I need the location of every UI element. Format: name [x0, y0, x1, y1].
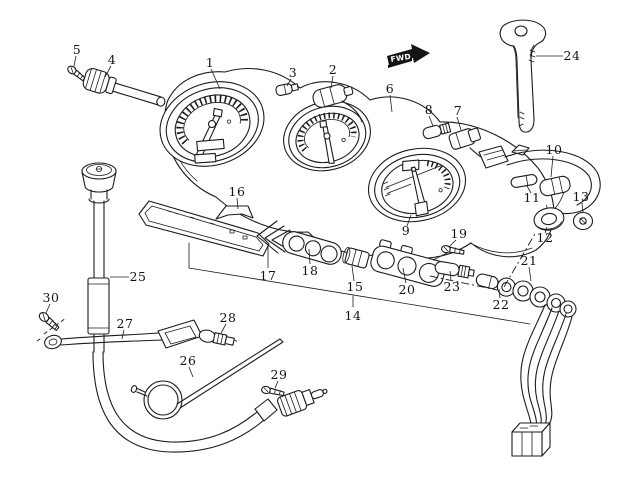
part-label-18: 18: [302, 263, 319, 278]
bulb-part-23: [434, 261, 475, 279]
assembly-group-line-14: [188, 242, 531, 325]
part-label-30: 30: [43, 290, 60, 305]
part-label-8: 8: [425, 102, 433, 117]
tab-part-16: [215, 205, 254, 220]
part-label-13: 13: [573, 189, 590, 204]
nut-part-13: [572, 211, 594, 231]
part-label-23: 23: [444, 279, 461, 294]
screw-part-5: [67, 65, 86, 82]
bulb-socket-part-22: [475, 273, 516, 297]
part-label-21: 21: [521, 253, 538, 268]
part-label-26: 26: [180, 353, 197, 368]
bulb-part-28: [198, 329, 238, 346]
part-label-10: 10: [546, 142, 563, 157]
part-label-24: 24: [564, 48, 581, 63]
part-label-3: 3: [289, 65, 297, 80]
part-label-4: 4: [108, 52, 116, 67]
leader-lines: [45, 55, 584, 389]
screw-30-guide-line: [36, 336, 44, 342]
part-label-28: 28: [220, 310, 237, 325]
grommet-part-12: [533, 204, 565, 231]
cable-end-connector: [277, 388, 328, 417]
screw-19-guide-line: [432, 252, 448, 261]
part-label-20: 20: [399, 282, 416, 297]
bulb-part-11: [510, 174, 538, 188]
bracket-wire-part-27: [44, 319, 203, 350]
socket-part-10: [539, 175, 571, 197]
screw-30-guide-line: [43, 317, 67, 335]
part-label-15: 15: [347, 279, 364, 294]
part-label-1: 1: [206, 55, 214, 70]
bulb-strip-part-18: [256, 220, 342, 265]
fwd-arrow-icon: [387, 44, 430, 65]
part-label-27: 27: [117, 316, 134, 331]
fwd-direction-arrow: FWD: [387, 44, 430, 68]
screw-part-29: [261, 385, 285, 397]
part-label-12: 12: [537, 230, 554, 245]
bulb-strip-part-20: [370, 239, 446, 287]
part-label-25: 25: [130, 269, 147, 284]
knob-and-shaft-part-4: [82, 67, 166, 107]
part-label-17: 17: [260, 268, 277, 283]
bracket-part-24: [499, 19, 547, 133]
speedometer-cable-part-25: [81, 162, 328, 453]
bulb-part-8: [422, 122, 452, 140]
screw-part-19: [441, 245, 465, 255]
right-wiring-loop: [478, 144, 601, 215]
part-label-7: 7: [454, 103, 462, 118]
wire-clip: [511, 144, 530, 156]
part-label-6: 6: [386, 81, 394, 96]
part-label-22: 22: [493, 297, 510, 312]
assembly-guide-line: [503, 231, 537, 288]
screw-part-30: [38, 312, 60, 331]
part-label-19: 19: [451, 226, 468, 241]
odometer-window: [196, 138, 225, 152]
socket-part-7: [448, 127, 482, 150]
small-meter-drawing-part-9: [367, 147, 467, 223]
part-label-9: 9: [402, 223, 410, 238]
assembly-guide-line: [429, 275, 498, 291]
tachometer-drawing: [283, 100, 371, 172]
wiring-harness-part-21: [511, 280, 577, 457]
part-label-29: 29: [271, 367, 288, 382]
part-label-5: 5: [73, 42, 81, 57]
socket-2-wire: [341, 100, 363, 123]
socket-part-2: [312, 84, 354, 108]
part-label-2: 2: [329, 62, 337, 77]
harness-connector: [511, 422, 551, 457]
part-label-16: 16: [229, 184, 246, 199]
wire-connector-block: [478, 145, 509, 169]
tripmeter-window: [194, 152, 217, 164]
lens-panel-part-17: [138, 200, 270, 257]
socket-part-15: [342, 246, 370, 269]
speedometer-drawing: [159, 81, 265, 167]
fwd-arrow-label: FWD: [390, 52, 412, 64]
part-label-14: 14: [345, 308, 362, 323]
bulb-part-3: [275, 83, 299, 96]
part-number-labels: 1 2 3 4 5 6 7 8 9 10 11 12 13 14 15 16 1…: [43, 42, 590, 382]
wire-part-26: [130, 338, 284, 420]
part-label-11: 11: [524, 190, 541, 205]
